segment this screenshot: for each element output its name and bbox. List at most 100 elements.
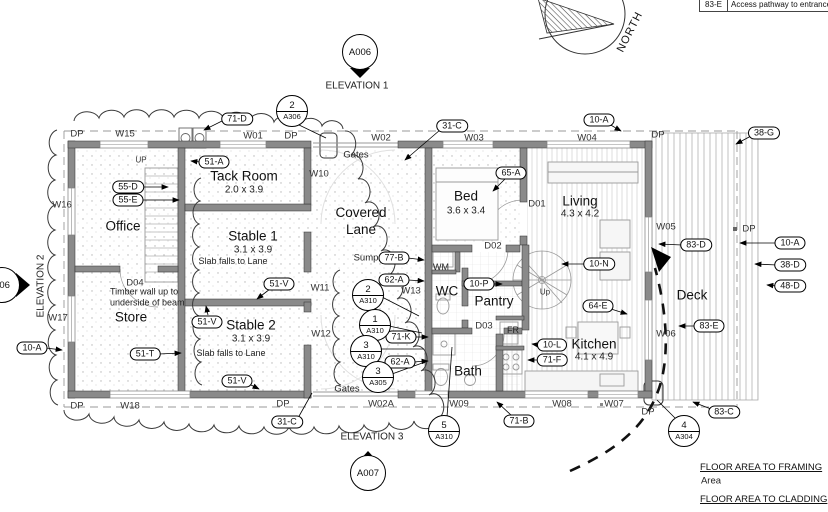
room-label-wc: WC [435,283,459,299]
callout-55e: 55-E [112,193,144,207]
note-slab-falls-2: Slab falls to Lane [196,348,266,358]
dp-tag: DP [651,129,665,141]
room-label-covered-lane: Covered Lane [335,205,387,237]
wall-tag-w03: W03 [464,132,484,144]
wall-tag-w12: W12 [311,328,331,340]
wall-tag-w10: W10 [309,168,329,180]
room-dims-living: 4.3 x 4.2 [560,208,600,220]
callout-51a: 51-A [198,155,230,169]
room-label-office: Office [105,218,141,234]
callout-77b: 77-B [378,251,410,265]
note-gates-top: Gates [343,149,369,161]
room-label-deck: Deck [676,287,708,303]
callout-10a-right: 10-A [774,236,806,250]
wall-tag-w16: W16 [52,199,72,211]
callout-10n: 10-N [583,257,615,271]
room-label-store: Store [114,309,148,325]
elevation-marker-a006[interactable]: A006 [342,34,378,70]
callout-51v-3: 51-V [221,374,253,388]
callout-64e: 64-E [582,299,614,313]
callout-51t: 51-T [129,347,161,361]
dp-tag: DP [70,400,84,412]
callout-65a: 65-A [495,166,527,180]
callout-10a-left: 10-A [16,341,48,355]
room-label-bath: Bath [454,363,482,379]
wall-tag-w04: W04 [577,132,597,144]
wall-tag-w15: W15 [115,128,135,140]
room-label-stable1: Stable 1 [228,228,278,244]
section-marker-2-a306[interactable]: 2 A306 [276,95,308,127]
section-marker-3-a305[interactable]: 3 A305 [362,361,394,393]
room-label-living: Living [562,193,598,209]
room-label-bed: Bed [453,188,479,204]
callout-71b: 71-B [503,414,535,428]
section-marker-2-a310[interactable]: 2 A310 [352,279,384,311]
callout-10a-top: 10-A [583,113,615,127]
callout-51v-2: 51-V [191,315,223,329]
note-up-spiral: Up [539,287,551,297]
door-tag-d01: D01 [528,198,546,210]
wall-tag-w17: W17 [48,312,68,324]
callout-83e: 83-E [693,319,725,333]
wall-tag-w07: W07 [604,398,624,410]
wall-tag-w11: W11 [310,282,330,294]
note-fr: FR [507,325,519,335]
wall-tag-w05: W05 [656,221,676,233]
callout-83d: 83-D [680,238,712,252]
callout-31c-top: 31-C [436,119,468,133]
wall-tag-w02: W02 [371,132,391,144]
room-dims-bed: 3.6 x 3.4 [446,205,486,217]
callout-10p: 10-P [463,277,495,291]
door-tag-d03: D03 [475,320,493,332]
legend-row-83e: 83-E Access pathway to entrance [699,0,828,12]
wall-tag-w02a: W02A [368,398,394,410]
wall-tag-w18: W18 [120,400,140,412]
elevation-2-label: ELEVATION 2 [35,254,47,318]
floor-area-framing-link[interactable]: FLOOR AREA TO FRAMING [700,462,823,473]
callout-83c: 83-C [708,405,740,419]
wall-tag-w01: W01 [243,130,263,142]
callout-71f: 71-F [536,353,568,367]
note-slab-falls-1: Slab falls to Lane [198,256,268,266]
door-tag-d04: D04 [126,277,144,289]
callout-62a-1: 62-A [378,273,410,287]
wall-tag-w08: W08 [552,398,572,410]
callout-71d: 71-D [221,112,253,126]
elevation-3-label: ELEVATION 3 [340,431,404,443]
dp-tag: DP [284,130,298,142]
callout-31c-bottom: 31-C [271,415,303,429]
wall-tag-w09: W09 [449,398,469,410]
room-label-pantry: Pantry [474,293,514,309]
note-sump: Sump [353,252,379,264]
dp-tag: DP [742,223,756,235]
room-dims-kitchen: 4.1 x 4.9 [574,351,614,363]
dp-tag: DP [641,406,655,418]
room-dims-stable2: 3.1 x 3.9 [231,333,271,345]
floor-area-cladding-link[interactable]: FLOOR AREA TO CLADDING [700,494,828,505]
callout-55d: 55-D [112,180,144,194]
wall-tag-w13: W13 [401,285,421,297]
callout-10l: 10-L [536,338,568,352]
note-wm: WM [433,262,449,272]
room-label-tack: Tack Room [210,168,278,184]
elevation-1-label: ELEVATION 1 [325,80,389,92]
dp-tag: DP [276,398,290,410]
note-gates-bottom: Gates [334,383,360,395]
room-label-stable2: Stable 2 [226,317,276,333]
legend-desc: Access pathway to entrance [731,0,828,9]
section-marker-5-a310[interactable]: 5 A310 [428,415,460,447]
room-label-kitchen: Kitchen [571,336,617,352]
callout-38g: 38-G [747,126,781,140]
elevation-marker-a007[interactable]: A007 [350,455,386,491]
callout-71k: 71-K [385,330,417,344]
room-dims-tack: 2.0 x 3.9 [224,184,264,196]
door-tag-d02: D02 [484,240,502,252]
note-timber-wall-2: underside of beam [110,297,185,308]
wall-tag-w06: W06 [656,328,676,340]
callout-48d: 48-D [774,279,806,293]
room-dims-stable1: 3.1 x 3.9 [233,244,273,256]
section-marker-4-a304[interactable]: 4 A304 [668,415,700,447]
dp-tag: DP [70,128,84,140]
